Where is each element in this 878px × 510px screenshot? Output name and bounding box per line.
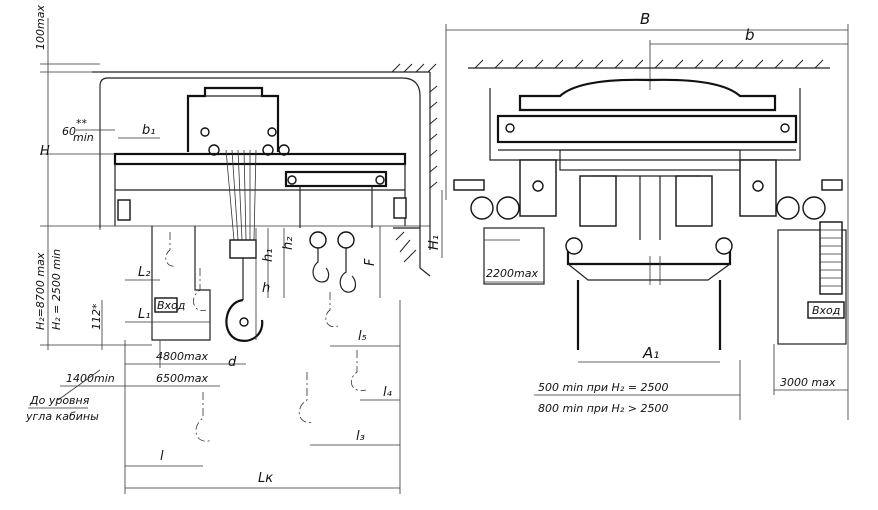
note-500: 500 min при H₂ = 2500 [538, 381, 668, 394]
dim-2200: 2200max [486, 267, 538, 280]
dim-60-sub: min [73, 131, 94, 144]
dim-60-sup: ** [76, 117, 88, 130]
dim-Lk: Lк [258, 471, 273, 486]
cabin-label-left: Вход [157, 299, 185, 312]
note-line-2: угла кабины [25, 410, 99, 423]
dim-H: H [40, 144, 50, 159]
dim-h: h [262, 281, 270, 296]
dim-B: B [640, 10, 650, 28]
dim-112: 112* [90, 303, 103, 330]
dim-3000: 3000 max [780, 376, 836, 389]
dim-H1: H₁ [427, 235, 442, 250]
dim-L1: L₁ [138, 307, 150, 322]
cabin-label-right: Вход [812, 304, 840, 317]
note-800: 800 min при H₂ > 2500 [538, 402, 668, 415]
dim-h2: h₂ [281, 237, 296, 250]
dim-4800: 4800max [156, 350, 208, 363]
dim-100max: 100max [34, 5, 47, 50]
right-view: B b [445, 10, 849, 420]
dim-l: l [160, 449, 164, 464]
dim-1400: 1400min [66, 372, 115, 385]
dim-l5: l₅ [358, 329, 367, 344]
dim-b1: b₁ [142, 123, 155, 138]
note-line-1: До уровня [29, 394, 90, 407]
dim-l4: l₄ [383, 385, 393, 400]
dim-6500: 6500max [156, 372, 208, 385]
dim-F: F [363, 258, 378, 266]
dim-H2-max: H₂=8700 max [34, 252, 47, 330]
dim-d: d [228, 355, 237, 370]
dim-l3: l₃ [356, 429, 365, 444]
dim-60: 60 [62, 125, 76, 138]
dim-A1: A₁ [642, 344, 659, 362]
dim-H2-min: H₂ = 2500 min [50, 249, 63, 330]
dim-h1: h₁ [261, 249, 276, 262]
left-view: Вход 100max 60 ** min b₁ H H₂=8700 max H… [25, 5, 443, 494]
dim-b: b [745, 26, 755, 44]
dim-L2: L₂ [138, 265, 150, 280]
